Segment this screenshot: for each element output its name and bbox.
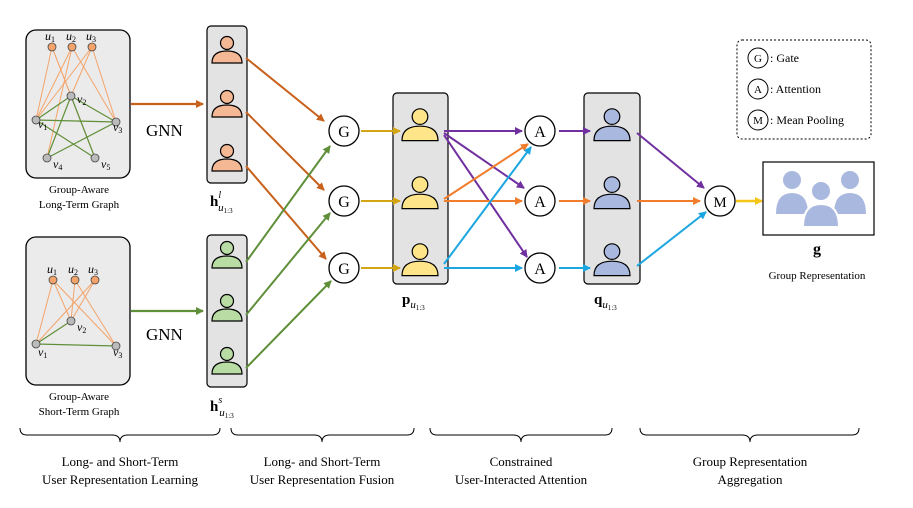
q3-to-mean-arrow — [636, 211, 707, 267]
attended-user-icon-1 — [593, 108, 631, 142]
attention-node-1: A — [524, 115, 556, 147]
legend-attention: A : Attention — [747, 78, 821, 100]
long-u2-label: u2 — [66, 29, 76, 44]
short-graph-user-item-edges — [35, 279, 117, 347]
long-graph-user-nodes — [47, 42, 97, 52]
attention-node-3: A — [524, 252, 556, 284]
short-v1-label: v1 — [38, 345, 47, 360]
legend-gate: G : Gate — [747, 47, 799, 69]
long-v5-label: v5 — [101, 157, 110, 172]
group-representation-box — [762, 161, 875, 236]
short-u2-label: u2 — [68, 262, 78, 277]
long-term-user-icon-3 — [211, 143, 243, 172]
long-term-user-icon-1 — [211, 35, 243, 64]
legend: G : Gate A : Attention M : Mean Pooling — [736, 39, 872, 140]
fused-user-icon-1 — [401, 108, 439, 142]
fused-to-attention-arrows-purple — [443, 127, 528, 258]
attention-node-2: A — [524, 185, 556, 217]
long-term-user-icons — [211, 35, 243, 172]
svg-text:A: A — [534, 194, 546, 211]
q-label: qu1:3 — [594, 292, 617, 312]
short-v3-label: v3 — [113, 345, 122, 360]
gate-node-3: G — [328, 252, 360, 284]
short-term-user-icon-1 — [211, 240, 243, 269]
short-term-graph-panel: u1 u2 u3 v1 v2 v3 — [25, 236, 131, 386]
svg-text:A: A — [754, 84, 762, 96]
attended-user-icon-2 — [593, 176, 631, 210]
stage1-line1: Long- and Short-Term — [62, 454, 179, 469]
long-graph-node-labels: u1 u2 u3 v1 v2 v3 v4 v5 — [38, 29, 122, 172]
long-v1-label: v1 — [38, 117, 47, 132]
svg-text:G: G — [754, 53, 762, 65]
stage3-line2: User-Interacted Attention — [455, 472, 588, 487]
short-v2-label: v2 — [77, 320, 86, 335]
stage2-line2: User Representation Fusion — [250, 472, 395, 487]
svg-text:G: G — [338, 261, 350, 278]
short-term-user-icon-3 — [211, 346, 243, 375]
long-graph-item-item-edges — [35, 95, 117, 159]
gate-node-1: G — [328, 115, 360, 147]
short-graph-caption-line1: Group-Aware — [49, 391, 109, 403]
stage2-line1: Long- and Short-Term — [264, 454, 381, 469]
fused-to-attention-arrows-cyan — [443, 146, 532, 272]
q1-to-mean-arrow — [636, 132, 705, 189]
fused-user-icon-2 — [401, 176, 439, 210]
gate-node-2: G — [328, 185, 360, 217]
long-term-user-icon-2 — [211, 89, 243, 118]
legend-mean-pooling: M : Mean Pooling — [747, 109, 844, 131]
svg-text:: Attention: : Attention — [770, 82, 821, 96]
p-label: pu1:3 — [402, 292, 425, 312]
gnn-long-label: GNN — [146, 121, 183, 140]
group-representation-caption: Group Representation — [769, 270, 866, 282]
stage3-line1: Constrained — [490, 454, 553, 469]
fused-user-icon-3 — [401, 243, 439, 277]
short-term-user-icons — [211, 240, 243, 375]
long-graph-item-nodes — [31, 91, 121, 163]
long-v4-label: v4 — [53, 157, 62, 172]
stage1-line2: User Representation Learning — [42, 472, 198, 487]
short-graph-user-nodes — [48, 275, 100, 285]
stage-brackets — [19, 427, 860, 443]
fused-user-icons — [401, 108, 439, 277]
svg-text:A: A — [534, 124, 546, 141]
stage-labels: Long- and Short-Term User Representation… — [42, 454, 808, 487]
short-term-user-icon-2 — [211, 293, 243, 322]
gnn-short-label: GNN — [146, 325, 183, 344]
short-u1-label: u1 — [47, 262, 57, 277]
short-u3-label: u3 — [88, 262, 98, 277]
svg-text:G: G — [338, 124, 350, 141]
svg-text:M: M — [753, 115, 763, 127]
long-term-graph-panel: u1 u2 u3 v1 v2 v3 v4 v5 — [25, 29, 131, 179]
long-graph-caption-line1: Group-Aware — [49, 184, 109, 196]
svg-text:G: G — [338, 194, 350, 211]
long-v3-label: v3 — [113, 120, 122, 135]
long-u1-label: u1 — [45, 29, 55, 44]
svg-text:A: A — [534, 261, 546, 278]
gate-to-fused-arrows — [361, 127, 401, 272]
svg-text:: Gate: : Gate — [770, 51, 799, 65]
long-u3-label: u3 — [86, 29, 96, 44]
short-graph-node-labels: u1 u2 u3 v1 v2 v3 — [38, 262, 122, 360]
attended-user-icons — [593, 108, 631, 277]
fused-to-attention-arrows-orange — [443, 143, 529, 205]
short-term-to-gate-arrows — [245, 145, 332, 369]
attended-user-icon-3 — [593, 243, 631, 277]
short-graph-caption-line2: Short-Term Graph — [39, 406, 120, 418]
short-graph-item-nodes — [31, 316, 121, 351]
long-graph-caption-line2: Long-Term Graph — [39, 199, 120, 211]
group-people-icon — [776, 171, 866, 228]
short-graph-item-item-edges — [35, 320, 117, 347]
svg-text:: Mean Pooling: : Mean Pooling — [770, 113, 844, 127]
mean-pooling-node: M — [704, 185, 736, 217]
group-vector-label: g — [813, 241, 821, 258]
stage4-line1: Group Representation — [693, 454, 808, 469]
long-v2-label: v2 — [77, 92, 86, 107]
svg-text:M: M — [713, 195, 726, 211]
stage4-line2: Aggregation — [718, 472, 783, 487]
long-term-to-gate-arrows — [245, 57, 327, 260]
